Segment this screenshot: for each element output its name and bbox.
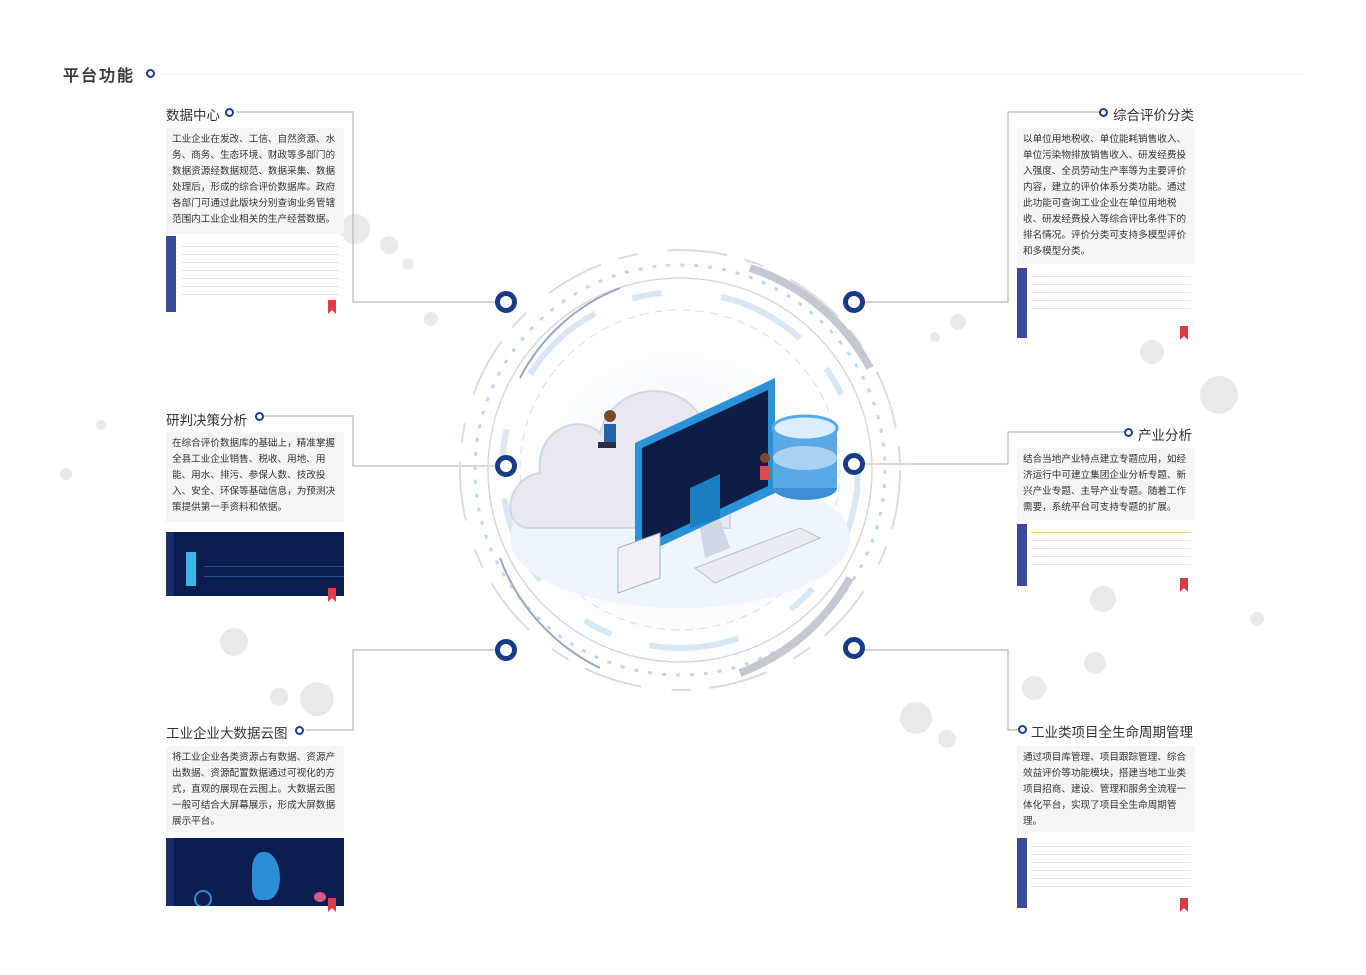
decor-bubble — [60, 468, 72, 480]
section-title-evaluation: 综合评价分类 — [1113, 108, 1194, 124]
decor-bubble — [1250, 612, 1264, 626]
ring-node — [495, 291, 517, 313]
page-title: 平台功能 — [63, 66, 136, 85]
title-ring-icon — [295, 726, 304, 735]
title-ring-icon — [225, 108, 234, 117]
title-ring-icon — [146, 69, 155, 78]
title-ring-icon — [1124, 428, 1133, 437]
decor-bubble — [1084, 652, 1106, 674]
decor-bubble — [930, 332, 940, 342]
ring-node — [843, 291, 865, 313]
bookmark-icon — [1180, 326, 1188, 340]
central-illustration — [445, 235, 915, 705]
decor-bubble — [380, 236, 398, 254]
section-title-project-lifecycle: 工业类项目全生命周期管理 — [1031, 725, 1193, 741]
decor-bubble — [402, 258, 414, 270]
title-ring-icon — [255, 412, 264, 421]
decor-bubble — [340, 214, 370, 244]
bookmark-icon — [1180, 578, 1188, 592]
decor-bubble — [1090, 586, 1116, 612]
decor-bubble — [424, 312, 438, 326]
title-ring-icon — [1018, 725, 1027, 734]
decor-bubble — [270, 688, 288, 706]
ring-node — [843, 637, 865, 659]
section-text-industry: 结合当地产业特点建立专题应用，如经济运行中可建立集团企业分析专题、新兴产业专题、… — [1017, 448, 1195, 520]
screenshot-project-lifecycle — [1017, 838, 1195, 908]
section-title-cloud-map: 工业企业大数据云图 — [166, 726, 288, 742]
section-text-decision: 在综合评价数据库的基础上，精准掌握全县工业企业销售、税收、用地、用能、用水、排污… — [166, 432, 344, 522]
section-title-industry: 产业分析 — [1138, 428, 1192, 444]
bookmark-icon — [328, 898, 336, 912]
ring-node — [843, 453, 865, 475]
bookmark-icon — [328, 300, 336, 314]
decor-bubble — [1200, 376, 1238, 414]
title-ring-icon — [1099, 108, 1108, 117]
section-text-data-center: 工业企业在发改、工信、自然资源、水务、商务、生态环境、财政等多部门的数据资源经数… — [166, 128, 344, 234]
screenshot-cloud-map — [166, 838, 344, 906]
ring-node — [495, 455, 517, 477]
decor-bubble — [950, 314, 966, 330]
bookmark-icon — [328, 588, 336, 602]
decor-bubble — [220, 628, 248, 656]
screenshot-data-center — [166, 236, 344, 312]
decor-bubble — [1022, 676, 1046, 700]
section-text-evaluation: 以单位用地税收、单位能耗销售收入、单位污染物排放销售收入、研发经费投入强度、全员… — [1017, 128, 1195, 264]
ring-node — [495, 639, 517, 661]
decor-bubble — [1140, 340, 1164, 364]
section-title-decision: 研判决策分析 — [166, 413, 247, 429]
screenshot-evaluation — [1017, 268, 1195, 338]
section-text-project-lifecycle: 通过项目库管理、项目跟踪管理、综合效益评价等功能模块，搭建当地工业类项目招商、建… — [1017, 746, 1195, 832]
decor-bubble — [300, 682, 334, 716]
decor-bubble — [938, 730, 956, 748]
screenshot-industry — [1017, 524, 1195, 586]
bookmark-icon — [1180, 898, 1188, 912]
section-text-cloud-map: 将工业企业各类资源占有数据、资源产出数据、资源配置数据通过可视化的方式，直观的展… — [166, 746, 344, 832]
decor-bubble — [900, 702, 932, 734]
section-title-data-center: 数据中心 — [166, 108, 220, 124]
header-divider — [160, 73, 1305, 74]
decor-bubble — [96, 420, 106, 430]
screenshot-decision — [166, 532, 344, 596]
